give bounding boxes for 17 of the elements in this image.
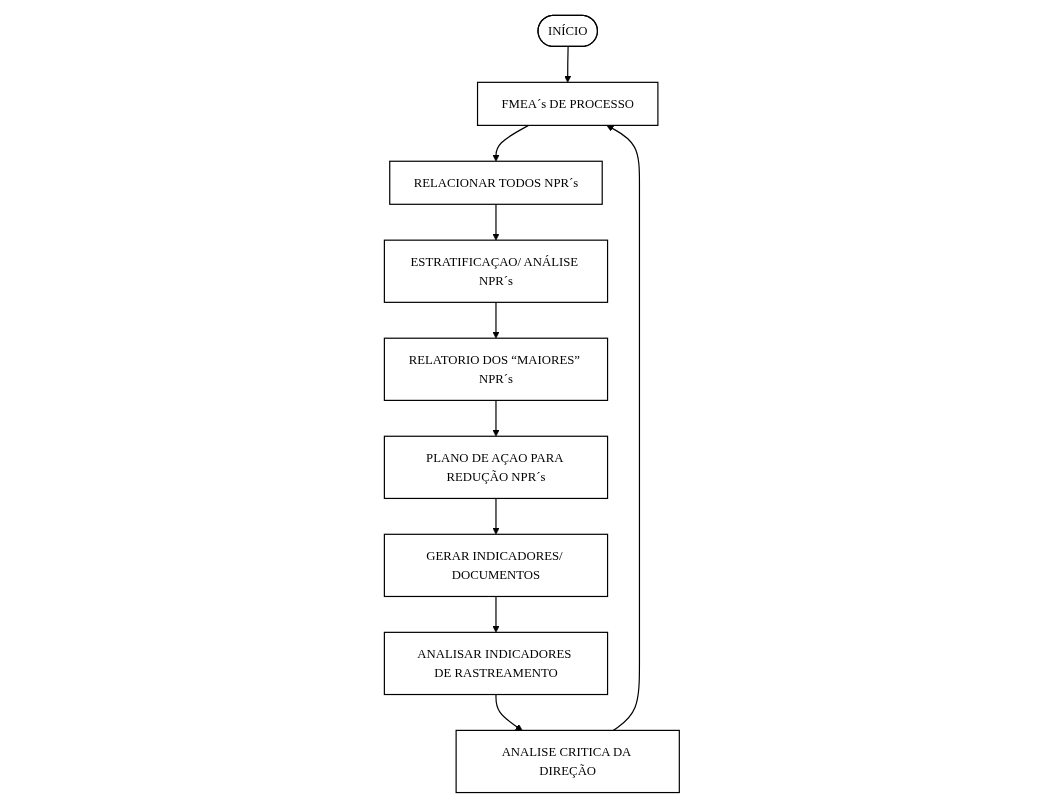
arrow [492, 203, 500, 240]
node-box: ANALISE CRITICA DA DIREÇÃO [455, 729, 681, 793]
node-box: FMEA´s DE PROCESSO [477, 81, 659, 126]
node-box: PLANO DE AÇAO PARA REDUÇÃO NPR´s [383, 435, 609, 499]
node-box: GERAR INDICADORES/ DOCUMENTOS [383, 533, 609, 597]
arrow [492, 595, 500, 633]
arrow [495, 693, 523, 731]
arrow [564, 45, 572, 83]
arrow [492, 399, 500, 437]
node-box: ANALISAR INDICADORES DE RASTREAMENTO [383, 631, 609, 695]
arrow [606, 124, 641, 731]
node-box: RELACIONAR TODOS NPR´s [389, 160, 603, 205]
node-box: RELATORIO DOS “MAIORES” NPR´s [383, 337, 609, 401]
arrow [492, 124, 530, 162]
node-box: ESTRATIFICAÇAO/ ANÁLISE NPR´s [383, 239, 609, 303]
arrow [492, 497, 500, 535]
arrow [492, 301, 500, 339]
